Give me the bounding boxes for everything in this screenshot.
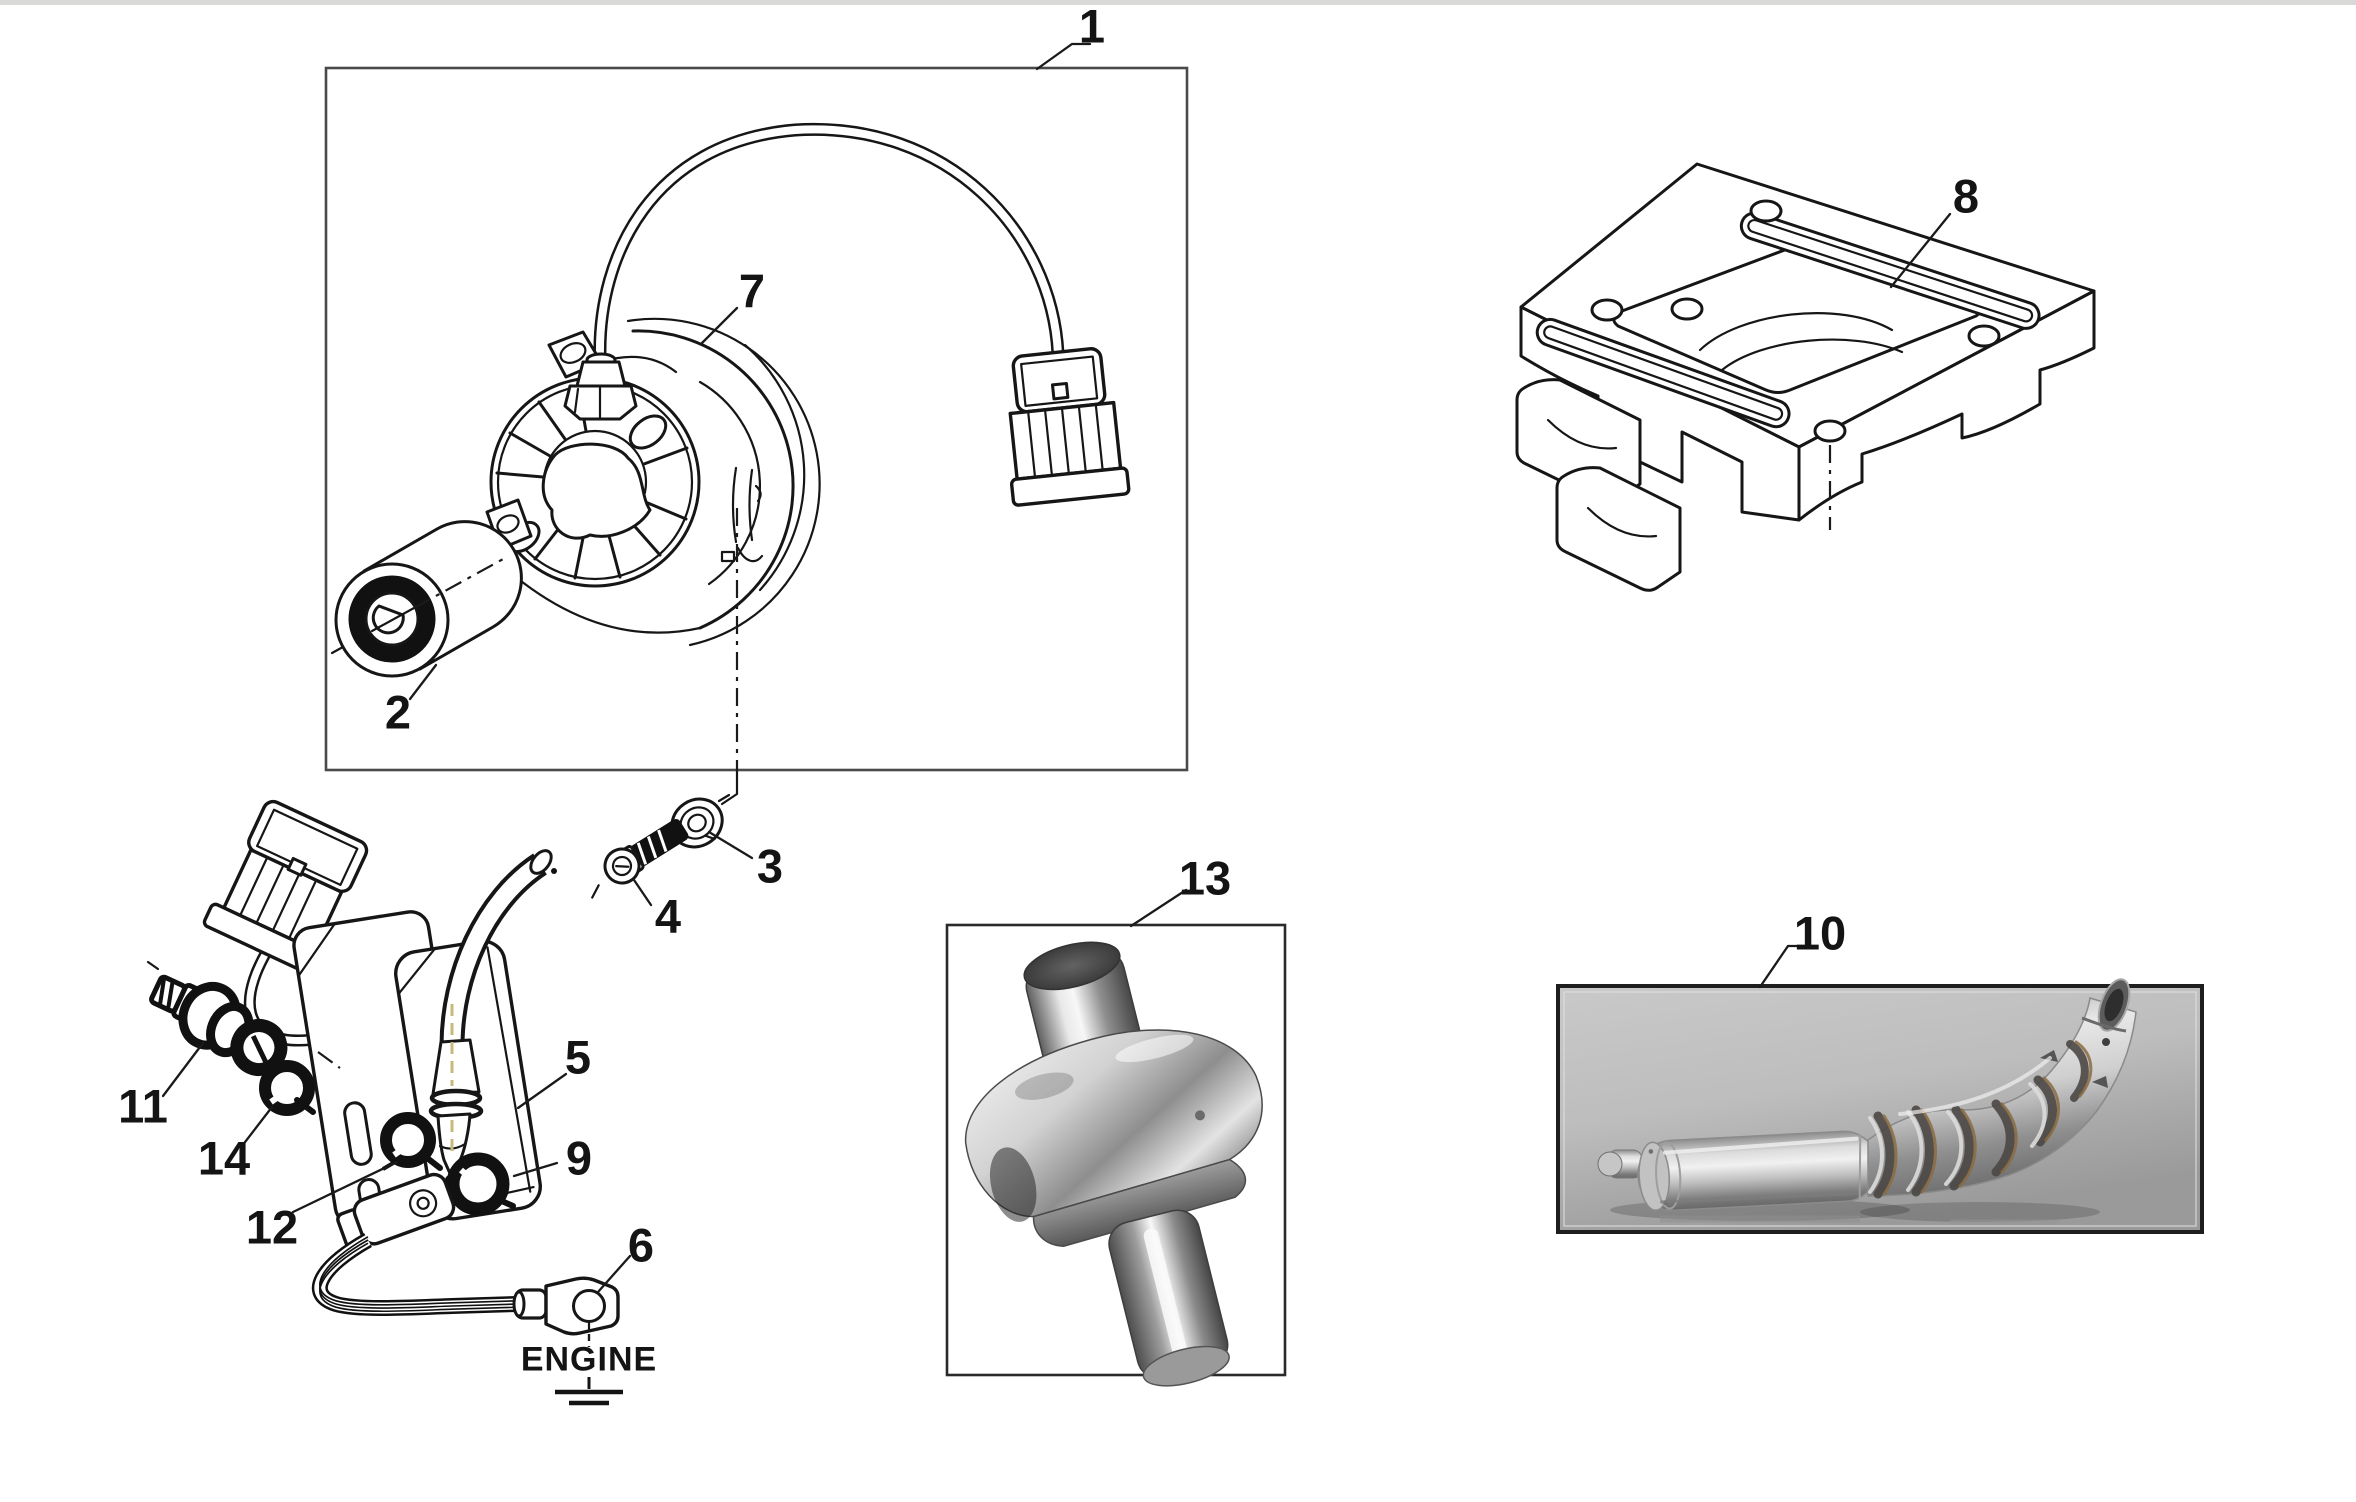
ground-strap-drawing <box>311 1172 623 1406</box>
engine-ground-label: ENGINE <box>520 1340 658 1379</box>
callout-7: 7 <box>738 264 766 318</box>
callout-6: 6 <box>627 1218 655 1272</box>
washer-bolt-drawing <box>591 793 731 899</box>
grommet12-drawing <box>380 1112 443 1188</box>
callout-2: 2 <box>384 685 412 739</box>
callout-3: 3 <box>756 839 784 893</box>
washer14-drawing <box>259 1060 316 1116</box>
callout-8: 8 <box>1952 169 1980 223</box>
callout-14: 14 <box>197 1131 251 1185</box>
ground-symbol <box>555 1377 623 1406</box>
kit-box-outline <box>324 66 1189 772</box>
stator-cable-drawing <box>593 122 1065 363</box>
coil-connector-drawing <box>202 799 369 977</box>
top-edge-strip <box>0 0 2356 5</box>
callout-leaders <box>161 42 1952 1294</box>
stator-connector-drawing <box>1008 347 1131 507</box>
reed-block-drawing <box>1515 162 2096 592</box>
callout-10: 10 <box>1793 906 1847 960</box>
callout-5: 5 <box>564 1030 592 1084</box>
grommet9-drawing <box>445 1152 516 1216</box>
photo-box-13 <box>945 923 1287 1387</box>
callout-11: 11 <box>118 1079 168 1133</box>
bushing-drawing <box>330 520 523 678</box>
callout-4: 4 <box>654 889 682 943</box>
callout-12: 12 <box>245 1200 299 1254</box>
photo-box-10 <box>1556 978 2204 1234</box>
callout-1: 1 <box>1078 0 1106 53</box>
damper-drawing <box>146 960 341 1116</box>
callout-13: 13 <box>1178 851 1232 905</box>
flywheel-stator-drawing <box>485 317 821 806</box>
callout-9: 9 <box>565 1131 593 1185</box>
